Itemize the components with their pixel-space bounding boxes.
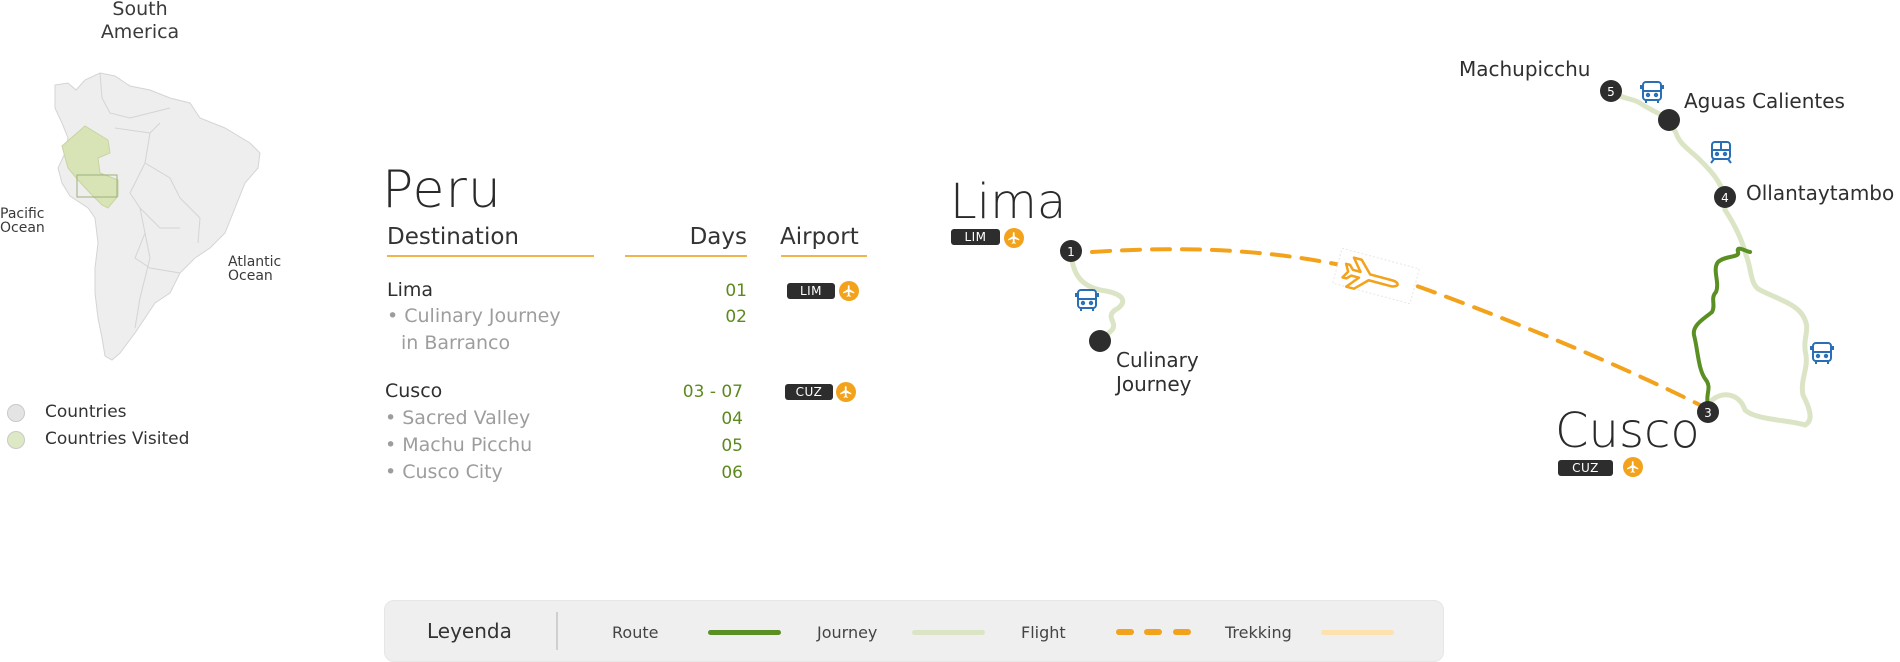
subitem-culinary-line2: in Barranco — [401, 332, 511, 354]
subitem-culinary-line1: • Culinary Journey — [387, 305, 561, 327]
stop-number: 1 — [1067, 245, 1075, 259]
stop-number: 3 — [1704, 406, 1712, 420]
plane-icon — [1627, 461, 1639, 473]
country-title: Peru — [382, 160, 502, 220]
bus-icon — [1810, 342, 1834, 364]
countries-swatch — [7, 404, 25, 422]
map-airport-plane-icon — [1004, 228, 1024, 248]
place-label-culinary-journey: Culinary Journey — [1116, 348, 1199, 396]
stop-node-1[interactable]: 1 — [1060, 240, 1082, 262]
legend-route-swatch — [708, 630, 781, 635]
days-cusco-city: 06 — [721, 463, 743, 483]
airport-plane-icon — [839, 281, 859, 301]
route-path-cusco-valley — [1691, 246, 1752, 407]
countries-visited-swatch — [7, 431, 25, 449]
pacific-line1: Pacific — [0, 206, 45, 222]
plane-icon — [843, 285, 855, 297]
subitem-sacred-valley: • Sacred Valley — [385, 407, 531, 429]
plane-icon — [1341, 256, 1399, 290]
region-title-line1: South — [112, 0, 168, 20]
countries-visited-label: Countries Visited — [45, 429, 190, 449]
days-sacred-valley: 04 — [721, 409, 743, 429]
legend-journey-label: Journey — [817, 623, 878, 642]
legend-journey-swatch — [912, 630, 985, 635]
pacific-ocean-label: Pacific Ocean — [0, 207, 45, 235]
days-culinary: 02 — [725, 307, 747, 327]
destination-cusco: Cusco — [385, 380, 443, 402]
airport-header-underline — [781, 255, 867, 257]
plane-icon — [1008, 232, 1020, 244]
days-header-underline — [625, 255, 747, 257]
south-america-map — [54, 72, 261, 361]
culinary-line1: Culinary — [1116, 348, 1199, 372]
days-cusco: 03 - 07 — [682, 382, 743, 402]
legend-flight-swatch — [1116, 629, 1191, 635]
days-lima: 01 — [725, 281, 747, 301]
culinary-journey-node[interactable] — [1089, 330, 1111, 352]
place-label-aguas-calientes: Aguas Calientes — [1684, 89, 1845, 113]
stop-number: 5 — [1607, 85, 1615, 99]
bus-icon — [1640, 81, 1664, 103]
aguas-calientes-node[interactable] — [1658, 109, 1680, 131]
subitem-cusco-city: • Cusco City — [385, 461, 503, 483]
airport-header: Airport — [780, 224, 859, 250]
destination-header-underline — [387, 255, 594, 257]
zoom-region-box — [76, 174, 118, 198]
city-label-cusco: Cusco — [1555, 403, 1700, 459]
legend-flight-label: Flight — [1021, 623, 1066, 642]
atlantic-ocean-label: Atlantic Ocean — [228, 255, 281, 283]
legend-trekking-swatch — [1321, 630, 1394, 635]
flight-plane-marker — [1332, 247, 1420, 305]
destination-header: Destination — [387, 224, 519, 250]
journey-path-sacred-valley — [1609, 89, 1813, 428]
legend-trekking-label: Trekking — [1225, 623, 1292, 642]
destination-lima: Lima — [387, 279, 434, 301]
map-airport-code-lima: LIM — [951, 229, 1000, 245]
plane-icon — [840, 386, 852, 398]
countries-label: Countries — [45, 402, 127, 422]
bus-icon — [1075, 289, 1099, 311]
region-title-line2: America — [100, 21, 180, 43]
stop-node-4[interactable]: 4 — [1714, 186, 1736, 208]
region-title: South America — [60, 0, 220, 44]
culinary-line2: Journey — [1116, 372, 1192, 396]
legend-separator — [556, 612, 558, 650]
legend-route-label: Route — [612, 623, 659, 642]
airport-code-lima: LIM — [787, 283, 835, 299]
stop-node-5[interactable]: 5 — [1600, 80, 1622, 102]
journey-path-lima-culinary — [1068, 248, 1126, 344]
airport-code-cusco: CUZ — [785, 384, 833, 400]
airport-plane-icon — [836, 382, 856, 402]
map-airport-code-cusco: CUZ — [1558, 460, 1613, 476]
map-airport-plane-icon — [1623, 457, 1643, 477]
stop-node-3[interactable]: 3 — [1697, 401, 1719, 423]
peru-visited-shape — [61, 125, 119, 209]
country-borders — [99, 72, 201, 329]
pacific-line2: Ocean — [0, 220, 45, 236]
days-header: Days — [689, 224, 747, 250]
place-label-machupicchu: Machupicchu — [1459, 57, 1591, 81]
stop-number: 4 — [1721, 191, 1729, 205]
legend-title: Leyenda — [427, 619, 512, 643]
days-machu-picchu: 05 — [721, 436, 743, 456]
atlantic-line1: Atlantic — [228, 254, 282, 270]
atlantic-line2: Ocean — [228, 268, 273, 284]
place-label-ollantaytambo: Ollantaytambo — [1746, 181, 1895, 205]
city-label-lima: Lima — [950, 174, 1067, 230]
subitem-machu-picchu: • Machu Picchu — [385, 434, 533, 456]
train-icon — [1710, 141, 1732, 164]
